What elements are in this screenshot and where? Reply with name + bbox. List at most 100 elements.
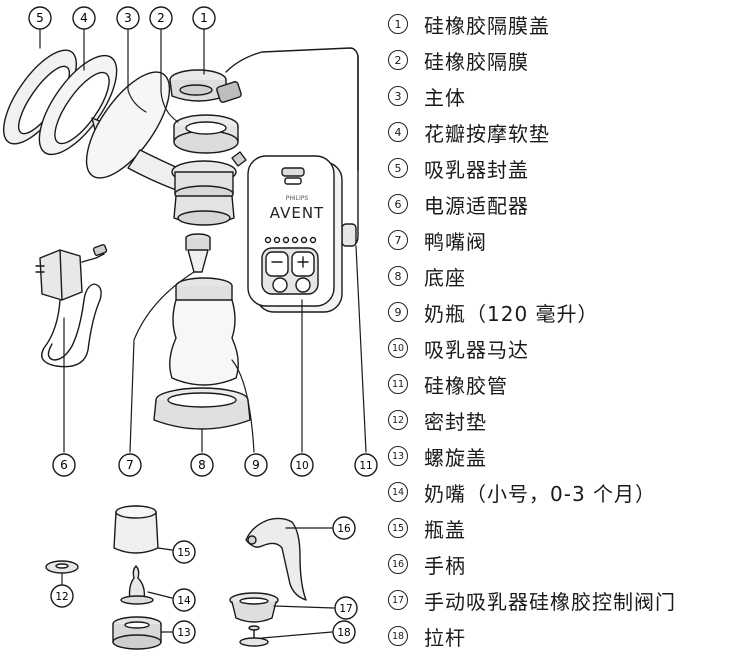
- callout-18: 18: [332, 620, 356, 644]
- pump-motor-part: [247, 155, 343, 313]
- lever-part: [239, 625, 269, 647]
- legend-label: 鸭嘴阀: [424, 229, 487, 254]
- callout-1: 1: [192, 6, 216, 30]
- legend-number: 3: [388, 86, 408, 106]
- legend-item: 5 吸乳器封盖: [388, 154, 529, 182]
- callout-12: 12: [50, 584, 74, 608]
- legend-label: 螺旋盖: [424, 445, 487, 470]
- legend-item: 11 硅橡胶管: [388, 370, 508, 398]
- callout-15: 15: [172, 540, 196, 564]
- legend-label: 花瓣按摩软垫: [424, 121, 550, 146]
- svg-text:4: 4: [80, 11, 88, 25]
- legend-item: 1 硅橡胶隔膜盖: [388, 10, 550, 38]
- callout-7: 7: [118, 453, 142, 477]
- callout-3: 3: [116, 6, 140, 30]
- callout-10: 10: [290, 453, 314, 477]
- teat-part: [120, 565, 154, 605]
- svg-text:14: 14: [177, 595, 191, 607]
- legend-label: 硅橡胶隔膜盖: [424, 13, 550, 38]
- bottle-cap-part: [113, 505, 159, 554]
- svg-text:5: 5: [36, 11, 44, 25]
- legend-number: 6: [388, 194, 408, 214]
- bottle-part: [169, 277, 239, 386]
- callout-16: 16: [332, 516, 356, 540]
- legend-label: 手动吸乳器硅橡胶控制阀门: [424, 589, 676, 614]
- callout-17: 17: [334, 596, 358, 620]
- legend-label: 底座: [424, 265, 466, 290]
- svg-text:9: 9: [252, 458, 260, 472]
- legend-label: 吸乳器马达: [424, 337, 529, 362]
- svg-text:13: 13: [177, 627, 190, 639]
- legend-number: 11: [388, 374, 408, 394]
- callout-2: 2: [149, 6, 173, 30]
- legend-label: 瓶盖: [424, 517, 466, 542]
- legend-number: 1: [388, 14, 408, 34]
- svg-text:17: 17: [339, 603, 352, 615]
- svg-text:11: 11: [359, 460, 372, 472]
- legend-label: 硅橡胶管: [424, 373, 508, 398]
- legend-number: 14: [388, 482, 408, 502]
- legend-number: 16: [388, 554, 408, 574]
- legend-label: 奶嘴（小号，0-3 个月）: [424, 481, 657, 506]
- svg-text:12: 12: [55, 591, 68, 603]
- silicone-diaphragm-part: [173, 114, 239, 154]
- callout-8: 8: [190, 453, 214, 477]
- callout-9: 9: [244, 453, 268, 477]
- legend-number: 18: [388, 626, 408, 646]
- callout-5: 5: [28, 6, 52, 30]
- callout-13: 13: [172, 620, 196, 644]
- svg-text:1: 1: [200, 11, 208, 25]
- legend-label: 吸乳器封盖: [424, 157, 529, 182]
- callout-4: 4: [72, 6, 96, 30]
- silicone-tube-part: [341, 55, 359, 247]
- manual-valve-part: [229, 592, 279, 623]
- callout-14: 14: [172, 588, 196, 612]
- callout-markers: 5 4 3 2 1 6 7 8 9 10 11 12 13 14 15 16 1…: [28, 6, 378, 644]
- base-part: [153, 387, 251, 430]
- svg-text:2: 2: [157, 11, 165, 25]
- svg-text:15: 15: [177, 547, 190, 559]
- svg-text:10: 10: [295, 460, 308, 472]
- legend-label: 电源适配器: [424, 193, 529, 218]
- legend-number: 9: [388, 302, 408, 322]
- legend-number: 4: [388, 122, 408, 142]
- legend-number: 7: [388, 230, 408, 250]
- brand-text: PHILIPS: [286, 195, 309, 202]
- legend-number: 15: [388, 518, 408, 538]
- legend-number: 8: [388, 266, 408, 286]
- diaphragm-cap-part: [169, 47, 359, 171]
- legend-number: 5: [388, 158, 408, 178]
- duckbill-valve-part: [185, 233, 211, 273]
- legend-number: 12: [388, 410, 408, 430]
- svg-text:8: 8: [198, 458, 206, 472]
- callout-6: 6: [52, 453, 76, 477]
- svg-text:6: 6: [60, 458, 68, 472]
- svg-text:7: 7: [126, 458, 134, 472]
- screw-ring-part: [112, 616, 162, 650]
- svg-text:16: 16: [337, 523, 351, 535]
- logo-text: AVENT: [270, 204, 324, 222]
- sealing-disc-part: [45, 560, 79, 574]
- svg-text:3: 3: [124, 11, 132, 25]
- legend-number: 13: [388, 446, 408, 466]
- callout-11: 11: [354, 453, 378, 477]
- legend-item: 13 螺旋盖: [388, 442, 487, 470]
- legend-number: 2: [388, 50, 408, 70]
- legend-item: 18 拉杆: [388, 622, 466, 650]
- legend-item: 14 奶嘴（小号，0-3 个月）: [388, 478, 656, 506]
- legend-item: 8 底座: [388, 262, 466, 290]
- legend-item: 10 吸乳器马达: [388, 334, 529, 362]
- legend-label: 拉杆: [424, 625, 466, 650]
- legend-number: 10: [388, 338, 408, 358]
- pump-body-part: [85, 71, 247, 226]
- legend-label: 密封垫: [424, 409, 487, 434]
- leader-lines: [39, 27, 367, 639]
- svg-text:18: 18: [337, 627, 350, 639]
- legend-item: 7 鸭嘴阀: [388, 226, 487, 254]
